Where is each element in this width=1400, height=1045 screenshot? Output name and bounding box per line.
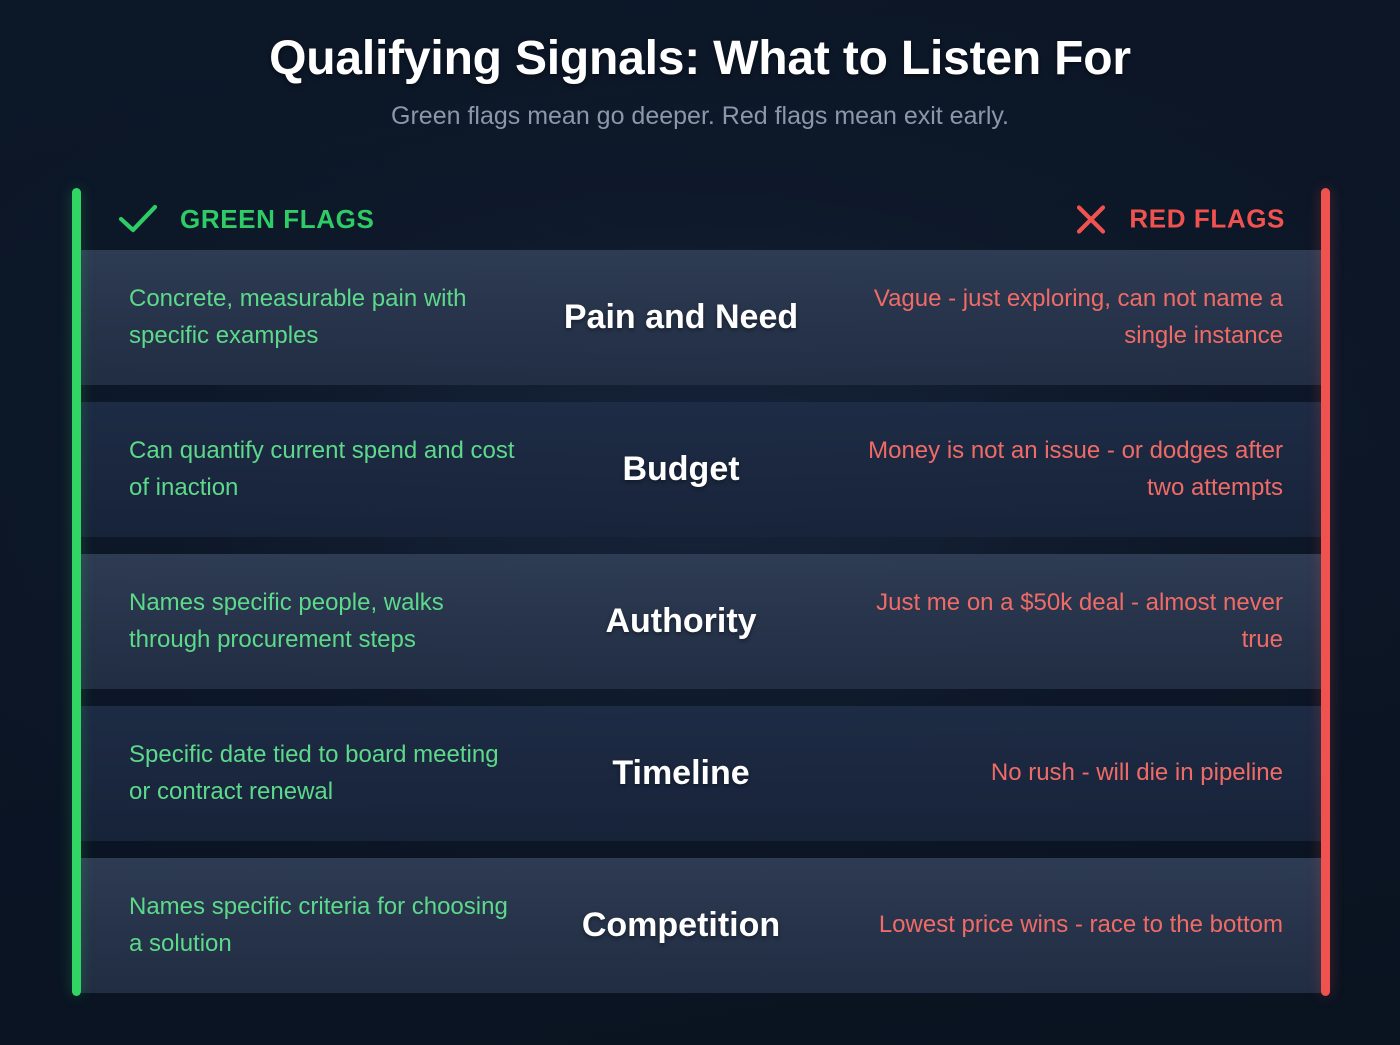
red-flag-cell: Just me on a $50k deal - almost never tr… bbox=[876, 589, 1283, 653]
red-flag-cell: Money is not an issue - or dodges after … bbox=[868, 437, 1283, 501]
green-flag-cell: Names specific people, walks through pro… bbox=[129, 589, 444, 653]
table-row: Concrete, measurable pain with specific … bbox=[81, 250, 1321, 385]
check-icon bbox=[118, 204, 158, 234]
table-row: Names specific people, walks through pro… bbox=[81, 554, 1321, 689]
red-flag-cell: Vague - just exploring, can not name a s… bbox=[873, 285, 1283, 349]
category-label: Pain and Need bbox=[563, 298, 799, 336]
green-flag-cell: Concrete, measurable pain with specific … bbox=[129, 285, 467, 349]
table-column-header: GREEN FLAGS RED FLAGS bbox=[81, 188, 1321, 250]
category-label: Budget bbox=[622, 450, 740, 488]
red-flags-label: RED FLAGS bbox=[1129, 203, 1285, 234]
green-flag-cell: Names specific criteria for choosing a s… bbox=[129, 893, 508, 957]
green-flags-label: GREEN FLAGS bbox=[180, 203, 375, 234]
page-subtitle: Green flags mean go deeper. Red flags me… bbox=[391, 101, 1009, 130]
table-row: Specific date tied to board meeting or c… bbox=[81, 706, 1321, 841]
category-label: Timeline bbox=[612, 754, 750, 792]
green-flag-cell: Can quantify current spend and cost of i… bbox=[129, 437, 515, 501]
red-accent-bar bbox=[1321, 188, 1330, 996]
category-label: Authority bbox=[605, 602, 757, 640]
table-rows: Concrete, measurable pain with specific … bbox=[81, 250, 1321, 993]
x-icon bbox=[1075, 204, 1107, 234]
page-title: Qualifying Signals: What to Listen For bbox=[269, 32, 1131, 85]
red-flags-header: RED FLAGS bbox=[1075, 204, 1285, 235]
red-flag-cell: No rush - will die in pipeline bbox=[990, 759, 1283, 787]
table-row: Can quantify current spend and cost of i… bbox=[81, 402, 1321, 537]
green-flag-cell: Specific date tied to board meeting or c… bbox=[129, 741, 499, 805]
page-header: Qualifying Signals: What to Listen For G… bbox=[0, 0, 1400, 131]
green-accent-bar bbox=[72, 188, 81, 996]
table-body: GREEN FLAGS RED FLAGS Concrete, measurab… bbox=[81, 188, 1321, 996]
red-flag-cell: Lowest price wins - race to the bottom bbox=[878, 911, 1283, 939]
table-row: Names specific criteria for choosing a s… bbox=[81, 858, 1321, 993]
green-flags-header: GREEN FLAGS bbox=[81, 204, 374, 235]
comparison-table: GREEN FLAGS RED FLAGS Concrete, measurab… bbox=[72, 188, 1330, 996]
category-label: Competition bbox=[581, 906, 781, 944]
